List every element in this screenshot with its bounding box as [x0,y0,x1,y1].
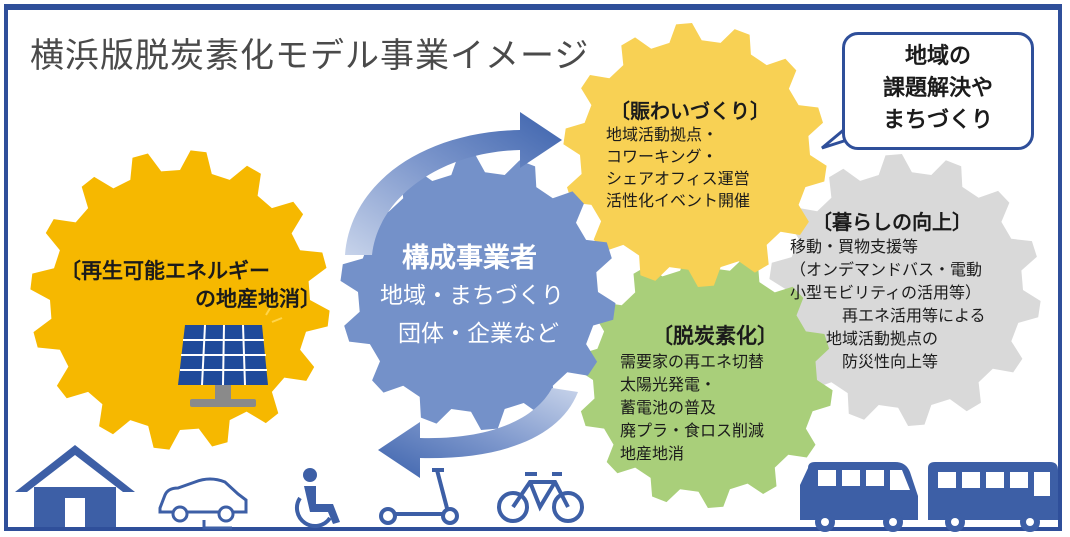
kurashi-heading: 〔暮らしの向上〕 [812,210,972,234]
datsutanso-heading: 〔脱炭素化〕 [652,324,778,348]
datsutanso-item: 太陽光発電・ [620,375,717,394]
nigiwai-heading: 〔賑わいづくり〕 [610,99,770,123]
kurashi-items: 移動・買物支援等 （オンデマンドバス・電動 小型モビリティの活用等） 再エネ活用… [790,235,986,373]
center-line2: 団体・企業など [398,321,559,347]
nigiwai-gear [563,23,827,287]
house-icon [15,445,135,527]
kurashi-item: 小型モビリティの活用等） [790,283,982,302]
datsutanso-item: 地産地消 [620,444,685,463]
van-icon [800,462,918,532]
datsutanso-item: 需要家の再エネ切替 [620,352,765,371]
nigiwai-item: 地域活動拠点・ [606,125,719,144]
bicycle-icon [497,472,584,523]
energy-label-line2: の地産地消〕 [195,287,321,311]
bubble-line: まちづくり [882,108,993,133]
energy-label-line1: 〔再生可能エネルギー [60,259,270,283]
kurashi-item: 地域活動拠点の [826,329,939,348]
kurashi-item: 再エネ活用等による [842,306,986,325]
bubble-line: 地域の [904,44,971,69]
nigiwai-item: コワーキング・ [606,147,718,166]
center-title: 構成事業者 [402,243,537,274]
electric-car-icon [158,477,248,530]
cycle-arrow-bottom [378,388,578,478]
solar-panel-icon [178,304,283,407]
kurashi-item: 移動・買物支援等 [790,237,919,256]
datsutanso-gear [577,252,833,508]
wheelchair-icon [294,468,340,528]
bubble-line: 課題解決や [882,76,993,101]
nigiwai-item: 活性化イベント開催 [606,191,751,210]
speech-bubble: 地域の 課題解決や まちづくり [842,32,1034,150]
cycle-arrow-top [345,112,562,255]
nigiwai-item: シェアオフィス運営 [606,169,750,188]
datsutanso-item: 廃プラ・食ロス削減 [620,421,765,440]
datsutanso-items: 需要家の再エネ切替 太陽光発電・ 蓄電池の普及 廃プラ・食ロス削減 地産地消 [620,350,764,465]
center-gear [340,154,616,430]
bus-icon [928,462,1058,532]
center-line1: 地域・まちづくり [380,283,564,309]
kurashi-item: 防災性向上等 [842,352,939,371]
datsutanso-item: 蓄電池の普及 [620,398,717,417]
page-title: 横浜版脱炭素化モデル事業イメージ [30,36,590,76]
kurashi-gear [769,154,1041,426]
kick-scooter-icon [379,468,459,525]
kurashi-item: （オンデマンドバス・電動 [790,260,983,279]
nigiwai-items: 地域活動拠点・ コワーキング・ シェアオフィス運営 活性化イベント開催 [606,124,750,212]
